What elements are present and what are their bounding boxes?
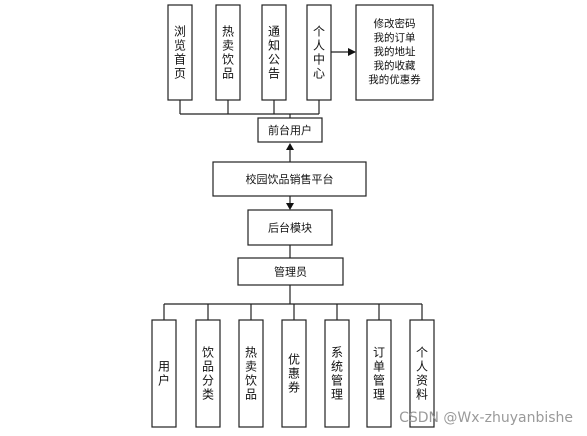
- admin-box-frame: [237, 257, 344, 286]
- bottom-box-hot-admin-frame: [238, 319, 264, 428]
- front-user-box-label: 前台用户: [268, 123, 312, 137]
- top-box-browse: 浏览首页: [167, 4, 193, 101]
- bottom-box-hot-admin: 热卖饮品: [238, 319, 264, 428]
- personal-detail-line: 我的收藏: [374, 59, 416, 72]
- top-box-personal-label: 个人中心: [313, 25, 325, 81]
- bottom-box-system-label: 系统管理: [331, 346, 343, 402]
- bottom-box-coupon-frame: [281, 319, 307, 428]
- backend-box-frame: [247, 209, 333, 246]
- arrowhead-to-front-user: [286, 143, 294, 150]
- bottom-box-order-label: 订单管理: [373, 346, 385, 402]
- bottom-box-user-frame: [151, 319, 177, 428]
- bottom-box-category-frame: [195, 319, 221, 428]
- personal-detail-line: 修改密码: [374, 17, 416, 30]
- bottom-box-hot-admin-label: 热卖饮品: [245, 346, 257, 402]
- bottom-box-user: 用户: [151, 319, 177, 428]
- personal-detail-line: 我的地址: [374, 45, 416, 58]
- admin-box-label: 管理员: [274, 265, 307, 279]
- bottom-box-category: 饮品分类: [195, 319, 221, 428]
- bottom-box-order: 订单管理: [366, 319, 392, 428]
- connector-lines: [163, 48, 423, 320]
- arrowhead-to-backend: [286, 203, 294, 210]
- platform-box: 校园饮品销售平台: [212, 161, 367, 197]
- personal-detail-line: 我的订单: [374, 31, 416, 44]
- backend-box: 后台模块: [247, 209, 333, 246]
- top-box-notice: 通知公告: [261, 4, 287, 101]
- top-box-hot: 热卖饮品: [215, 4, 241, 101]
- front-user-box-frame: [257, 117, 323, 143]
- front-user-box: 前台用户: [257, 117, 323, 143]
- personal-detail-line: 我的优惠券: [368, 73, 421, 86]
- top-box-notice-label: 通知公告: [268, 25, 280, 81]
- arrowhead-personal-detail: [348, 48, 356, 56]
- top-box-personal-frame: [306, 4, 332, 101]
- top-box-personal: 个人中心: [306, 4, 332, 101]
- csdn-watermark: CSDN @Wx-zhuyanbishe: [399, 410, 573, 426]
- bottom-box-user-label: 用户: [158, 360, 170, 388]
- bottom-box-profile: 个人资料: [409, 319, 435, 428]
- platform-box-label: 校园饮品销售平台: [246, 172, 334, 186]
- top-box-hot-label: 热卖饮品: [222, 25, 234, 81]
- top-box-browse-frame: [167, 4, 193, 101]
- bottom-box-system-frame: [324, 319, 350, 428]
- top-box-notice-frame: [261, 4, 287, 101]
- personal-center-detail-frame: [355, 4, 434, 101]
- backend-box-label: 后台模块: [268, 221, 312, 235]
- bottom-box-order-frame: [366, 319, 392, 428]
- bottom-box-category-label: 饮品分类: [202, 346, 214, 402]
- top-box-browse-label: 浏览首页: [174, 25, 186, 81]
- top-box-hot-frame: [215, 4, 241, 101]
- diagram-nodes: 浏览首页热卖饮品通知公告个人中心修改密码我的订单我的地址我的收藏我的优惠券前台用…: [151, 4, 435, 428]
- admin-box: 管理员: [237, 257, 344, 286]
- bottom-box-profile-label: 个人资料: [416, 346, 428, 402]
- bottom-box-system: 系统管理: [324, 319, 350, 428]
- bottom-box-coupon: 优惠券: [281, 319, 307, 428]
- bottom-box-coupon-label: 优惠券: [288, 353, 300, 395]
- platform-box-frame: [212, 161, 367, 197]
- bottom-box-profile-frame: [409, 319, 435, 428]
